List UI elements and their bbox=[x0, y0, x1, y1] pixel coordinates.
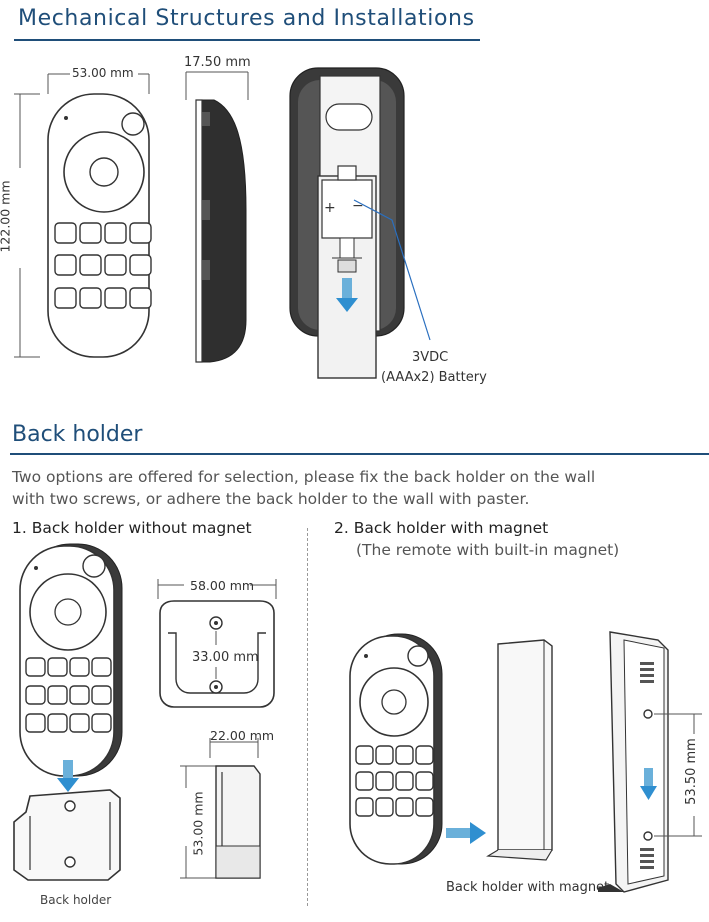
battery-plus-symbol: + bbox=[324, 200, 336, 216]
magnet-holder-drawing bbox=[486, 639, 553, 861]
battery-type-label: (AAAx2) Battery bbox=[381, 370, 487, 385]
holder-outline bbox=[159, 600, 275, 708]
back-holder-description: Two options are offered for selection, p… bbox=[12, 466, 702, 510]
back-holder-shape bbox=[13, 789, 121, 881]
insert-arrow-icon bbox=[57, 778, 79, 792]
remote-with-holder-drawing bbox=[13, 543, 123, 881]
holder-screw-spacing-label: 33.00 mm bbox=[192, 650, 259, 665]
magnet-holder-body bbox=[497, 639, 553, 851]
holder-width-label: 58.00 mm bbox=[190, 578, 255, 593]
section-title-mechanical: Mechanical Structures and Installations bbox=[18, 6, 475, 31]
slide-down-arrow-icon bbox=[336, 298, 358, 312]
battery-voltage-label: 3VDC bbox=[412, 350, 449, 365]
section-divider bbox=[10, 453, 709, 455]
magnet-holder-back-drawing bbox=[598, 631, 702, 893]
option-2-title: 2. Back holder with magnet bbox=[334, 519, 549, 537]
option-1-title: 1. Back holder without magnet bbox=[12, 519, 252, 537]
magnet-spacing-label: 53.50 mm bbox=[683, 738, 699, 805]
description-line-1: Two options are offered for selection, p… bbox=[12, 468, 596, 486]
option-2-note: (The remote with built-in magnet) bbox=[356, 541, 620, 559]
section-title-back-holder: Back holder bbox=[12, 422, 143, 447]
battery-minus-symbol: − bbox=[352, 198, 364, 214]
holder-side-drawing bbox=[180, 738, 261, 879]
options-divider bbox=[307, 528, 308, 906]
remote-height-label: 122.00 mm bbox=[0, 180, 13, 253]
remote-side-drawing bbox=[185, 71, 249, 363]
remote-depth-label: 17.50 mm bbox=[184, 55, 251, 70]
magnet-remote-drawing bbox=[349, 633, 443, 865]
holder-height-label: 53.00 mm bbox=[190, 791, 206, 856]
remote-width-label: 53.00 mm bbox=[72, 66, 134, 80]
holder-down-arrow-icon bbox=[640, 786, 657, 800]
power-button bbox=[121, 112, 145, 136]
remote-front-drawing bbox=[14, 73, 152, 358]
magnet-top bbox=[643, 709, 653, 719]
title-underline bbox=[14, 39, 480, 41]
back-holder-caption: Back holder bbox=[40, 893, 112, 907]
holder-depth-label: 22.00 mm bbox=[210, 728, 275, 743]
button-grid bbox=[54, 222, 152, 309]
magnet-bottom bbox=[643, 831, 653, 841]
magnet-holder-caption: Back holder with magnet bbox=[446, 880, 610, 895]
description-line-2: with two screws, or adhere the back hold… bbox=[12, 490, 530, 508]
remote-battery-drawing bbox=[289, 67, 431, 379]
holder-front-drawing bbox=[157, 579, 277, 708]
attach-arrow-icon bbox=[446, 822, 486, 844]
